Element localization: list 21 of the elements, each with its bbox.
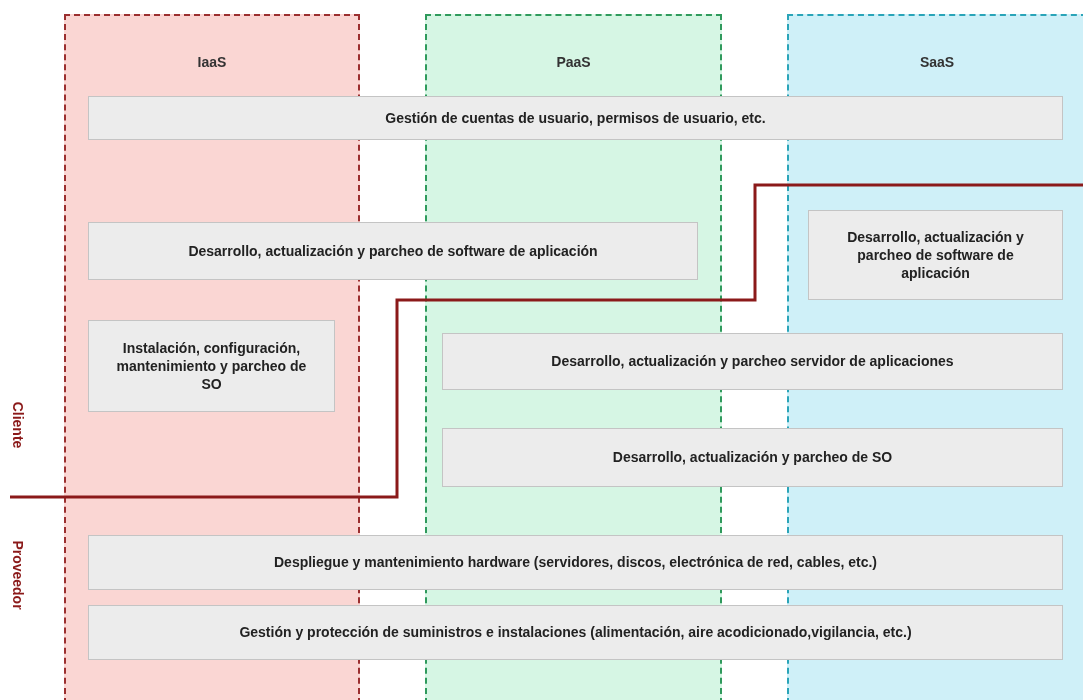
- box-text: Gestión de cuentas de usuario, permisos de usuario, etc.: [385, 108, 766, 128]
- responsibility-box: [442, 333, 1063, 390]
- responsibility-box: [88, 320, 335, 412]
- responsibility-box: [808, 210, 1063, 300]
- column-heading: IaaS: [197, 54, 227, 70]
- box-text: Desarrollo, actualización y parcheo de software de aplicación: [188, 241, 598, 261]
- responsibility-box: [88, 222, 698, 280]
- box-text: Instalación, configuración, mantenimiento y parcheo de SO: [115, 338, 308, 394]
- box-text: Desarrollo, actualización y parcheo de SO: [612, 448, 893, 467]
- responsibility-box: [88, 96, 1063, 140]
- responsibility-box: [88, 605, 1063, 660]
- responsibility-box: [88, 535, 1063, 590]
- box-text: Gestión y protección de suministros e instalaciones (alimentación, aire acodicionado,vigilancia, etc.): [239, 623, 912, 642]
- side-label: Proveedor: [10, 540, 26, 610]
- responsibility-box: [442, 428, 1063, 487]
- column-heading: PaaS: [556, 54, 591, 70]
- column-heading: SaaS: [919, 54, 955, 70]
- box-text: Desarrollo, actualización y parcheo de software de aplicación: [846, 227, 1025, 283]
- box-text: Desarrollo, actualización y parcheo servidor de aplicaciones: [551, 352, 954, 371]
- box-text: Despliegue y mantenimiento hardware (servidores, discos, electrónica de red, cables, etc.): [274, 553, 877, 572]
- side-label: Cliente: [10, 401, 26, 449]
